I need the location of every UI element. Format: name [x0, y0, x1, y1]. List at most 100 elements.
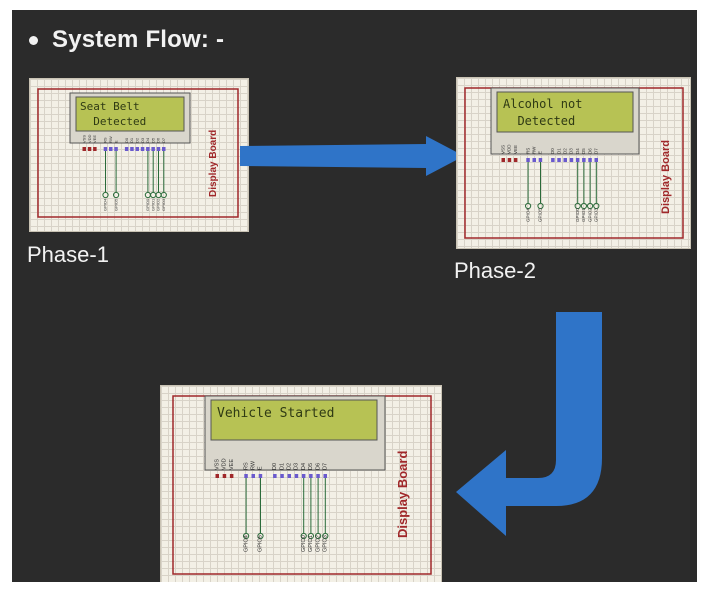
- pin-label: D2: [135, 137, 140, 143]
- pin-label: D4: [301, 463, 307, 470]
- phase-3-board-label: Display Board: [395, 451, 410, 538]
- terminal: [580, 202, 588, 210]
- terminal: [307, 532, 314, 540]
- pin-label: D3: [569, 148, 574, 154]
- pin-head: [280, 474, 284, 478]
- pin-head: [103, 147, 108, 151]
- pin-label: RS: [103, 137, 108, 143]
- pin-head: [526, 158, 530, 162]
- pin-label: D1: [129, 137, 134, 143]
- pin-head: [301, 474, 306, 478]
- pin-label: D3: [140, 137, 145, 143]
- gpio-label: GPIO0: [575, 208, 580, 222]
- pin-head: [582, 158, 586, 162]
- terminal: [150, 191, 157, 199]
- gpio-label: GPIO5: [258, 535, 264, 552]
- pin-head: [130, 147, 134, 151]
- phase-3-lcd-line-1: Vehicle Started: [217, 406, 334, 421]
- pin-label: D0: [124, 137, 129, 143]
- terminal: [113, 191, 120, 199]
- gpio-label: GPIO2: [587, 208, 592, 222]
- pin-head: [244, 474, 248, 478]
- terminal: [322, 532, 329, 540]
- pin-head: [309, 474, 313, 478]
- pin-head: [569, 158, 574, 162]
- pin-label: VSS: [501, 145, 506, 154]
- arrow-curved-down-left-icon: [456, 312, 602, 536]
- pin-head: [287, 474, 291, 478]
- pin-head: [532, 158, 536, 162]
- phase-2-label: Phase-2: [454, 258, 536, 283]
- terminal: [243, 532, 250, 540]
- phase-1-lcd-line-2: Detected: [80, 115, 146, 128]
- terminal: [537, 202, 544, 210]
- pin-head: [551, 158, 555, 162]
- terminal: [315, 532, 322, 540]
- pin-label: VDD: [507, 144, 512, 154]
- pin-head: [151, 147, 155, 151]
- terminal: [155, 191, 162, 199]
- pin-head: [215, 474, 219, 478]
- terminal: [257, 532, 264, 540]
- gpio-label: GPIO4: [525, 208, 530, 222]
- gpio-label: GPIO1: [308, 535, 314, 552]
- pin-head: [588, 158, 592, 162]
- pin-label: VDD: [87, 134, 92, 143]
- pin-head: [251, 474, 255, 478]
- terminal: [574, 202, 581, 210]
- pin-head: [538, 158, 543, 162]
- gpio-label: GPIO3: [161, 198, 166, 211]
- pin-head: [316, 474, 320, 478]
- pin-label: D4: [145, 137, 150, 143]
- pin-label: D5: [150, 137, 155, 143]
- pin-head: [124, 147, 129, 151]
- pin-head: [109, 147, 113, 151]
- terminal: [102, 191, 109, 199]
- phase-1-label: Phase-1: [27, 242, 109, 267]
- pin-label: RS: [525, 148, 530, 154]
- pin-head: [513, 158, 518, 162]
- pin-label: D5: [581, 148, 586, 154]
- gpio-label: GPIO0: [301, 535, 307, 552]
- pin-head: [229, 474, 234, 478]
- pin-head: [258, 474, 263, 478]
- pin-label: VSS: [82, 135, 87, 143]
- pin-label: D5: [308, 463, 314, 470]
- pin-label: D7: [323, 463, 329, 470]
- gpio-label: GPIO0: [145, 198, 150, 211]
- pin-label: VSS: [215, 459, 221, 470]
- pin-label: D6: [315, 463, 321, 470]
- pin-label: E: [538, 151, 543, 154]
- gpio-label: GPIO5: [538, 208, 543, 222]
- gpio-label: GPIO1: [581, 208, 586, 222]
- pin-head: [294, 474, 299, 478]
- pin-head: [323, 474, 327, 478]
- pin-label: RW: [532, 146, 537, 154]
- terminal: [144, 191, 152, 199]
- terminal: [525, 202, 532, 210]
- pin-label: D4: [575, 148, 580, 154]
- terminal: [593, 202, 600, 210]
- pin-label: D1: [556, 148, 561, 154]
- phase-1-lcd-line-1: Seat Belt: [80, 100, 140, 113]
- pin-label: D6: [156, 137, 161, 143]
- pin-head: [501, 158, 505, 162]
- gpio-label: GPIO2: [315, 535, 321, 552]
- gpio-label: GPIO3: [323, 535, 329, 552]
- pin-head: [114, 147, 118, 151]
- pin-head: [82, 147, 86, 151]
- pin-head: [93, 147, 97, 151]
- pin-label: D7: [161, 137, 166, 143]
- pin-head: [87, 147, 92, 151]
- pin-head: [146, 147, 150, 151]
- pin-label: RW: [108, 136, 113, 143]
- pin-label: E: [113, 140, 118, 143]
- pin-head: [162, 147, 166, 151]
